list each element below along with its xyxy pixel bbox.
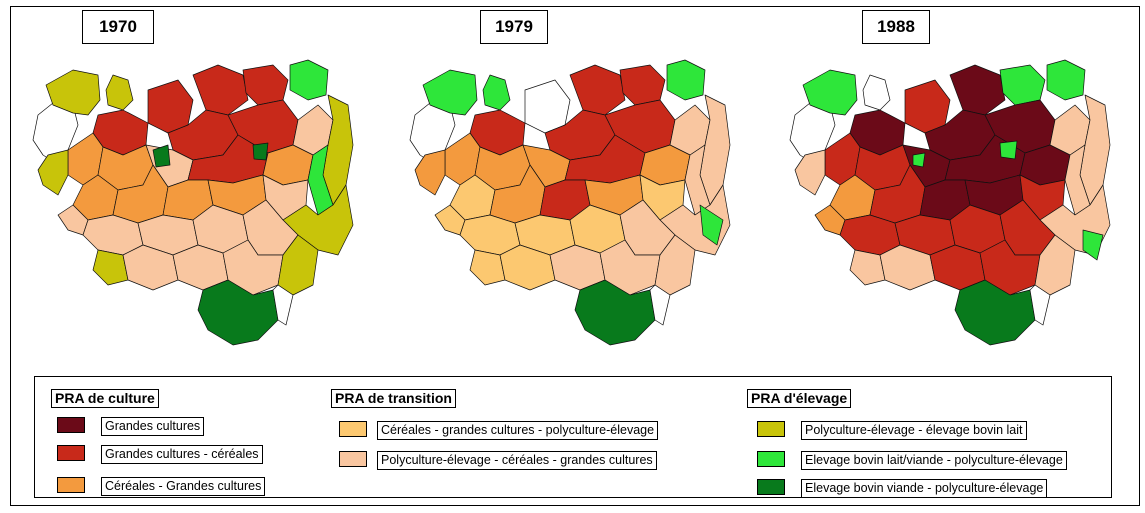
legend: PRA de culture Grandes cultures Grandes … <box>34 376 1112 498</box>
year-label-1988: 1988 <box>862 10 930 44</box>
map-1988 <box>789 59 1111 346</box>
legend-swatch-cereales-grandes-cultures <box>57 477 85 493</box>
legend-swatch-polyculture-cereales-gc <box>339 451 367 467</box>
legend-label-cereales-gc-polyculture: Céréales - grandes cultures - polycultur… <box>377 421 659 440</box>
year-label-1979: 1979 <box>480 10 548 44</box>
legend-swatch-bovin-lait-viande <box>757 451 785 467</box>
legend-swatch-polyculture-bovin-lait <box>757 421 785 437</box>
map-1979 <box>409 59 731 346</box>
legend-swatch-bovin-viande <box>757 479 785 495</box>
legend-label-bovin-viande: Elevage bovin viande - polyculture-éleva… <box>801 479 1048 498</box>
legend-title-elevage: PRA d'élevage <box>747 389 852 408</box>
legend-swatch-grandes-cultures-cereales <box>57 445 85 461</box>
legend-swatch-grandes-cultures <box>57 417 85 433</box>
legend-label-polyculture-bovin-lait: Polyculture-élevage - élevage bovin lait <box>801 421 1027 440</box>
legend-label-polyculture-cereales-gc: Polyculture-élevage - céréales - grandes… <box>377 451 657 470</box>
legend-label-grandes-cultures: Grandes cultures <box>101 417 205 436</box>
legend-label-cereales-grandes-cultures: Céréales - Grandes cultures <box>101 477 266 496</box>
legend-title-culture: PRA de culture <box>51 389 159 408</box>
legend-title-transition: PRA de transition <box>331 389 456 408</box>
year-label-1970: 1970 <box>82 10 154 44</box>
map-1970 <box>32 59 354 346</box>
legend-label-bovin-lait-viande: Elevage bovin lait/viande - polyculture-… <box>801 451 1067 470</box>
legend-label-grandes-cultures-cereales: Grandes cultures - céréales <box>101 445 263 464</box>
legend-swatch-cereales-gc-polyculture <box>339 421 367 437</box>
